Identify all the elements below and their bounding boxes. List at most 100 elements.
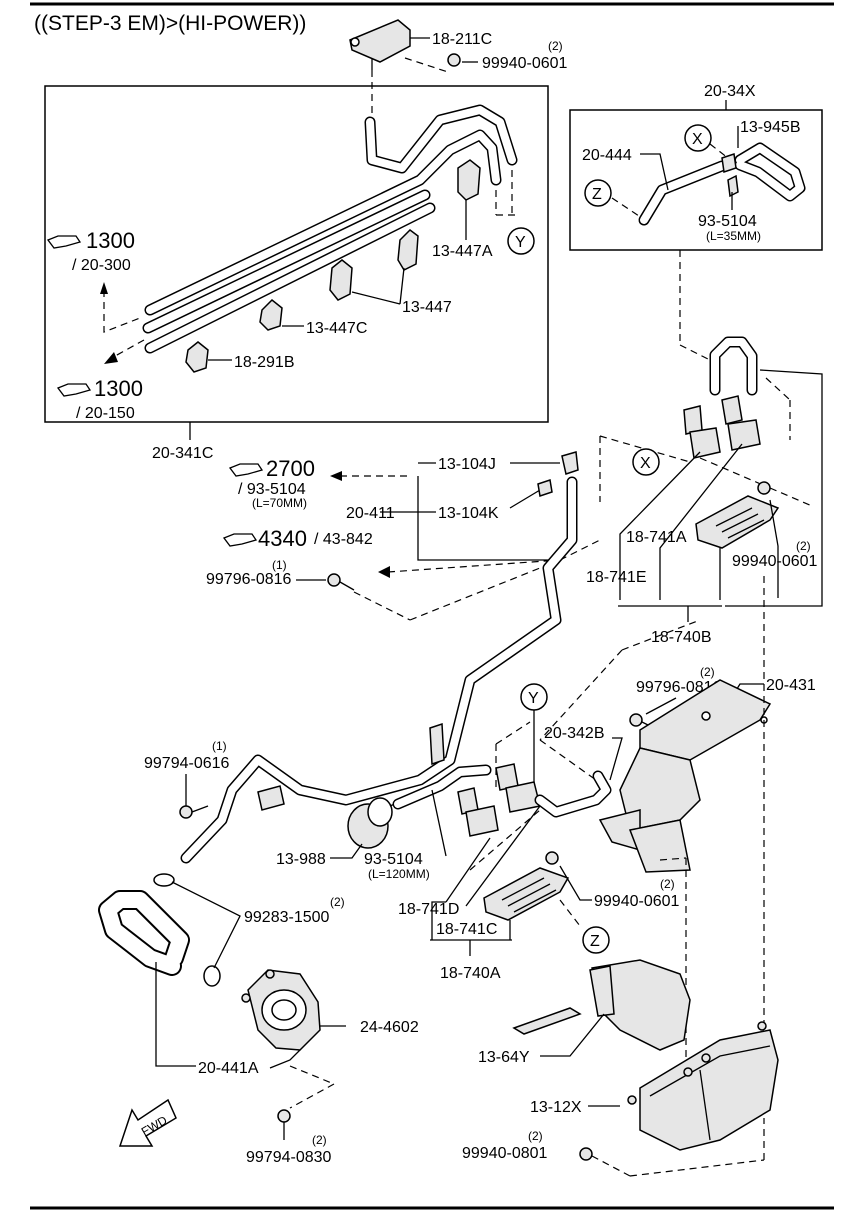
marker-z-box	[584, 179, 612, 207]
label-99940-0601-a: 99940-0601	[482, 55, 568, 72]
clip-13-447C[interactable]	[259, 298, 283, 331]
qty-2-c: (2)	[700, 665, 715, 679]
label-20-444: 20-444	[582, 147, 632, 164]
label-18-741C: 18-741C	[436, 921, 497, 938]
hose-20-441A[interactable]	[98, 890, 190, 976]
label-24-4602: 24-4602	[360, 1019, 419, 1036]
label-13-104J: 13-104J	[438, 456, 496, 473]
label-13-12X: 13-12X	[530, 1099, 582, 1116]
label-18-741A: 18-741A	[626, 529, 687, 546]
bolt-99794-0830[interactable]	[277, 1109, 291, 1140]
callout-4340: 4340	[258, 526, 307, 551]
hose-20-342B[interactable]	[534, 770, 612, 818]
marker-y-top-label: Y	[515, 234, 526, 251]
marker-z-box-label: Z	[592, 186, 602, 203]
hand-icon-1300-b	[56, 383, 92, 397]
callout-1300-b-sub: / 20-150	[76, 405, 135, 422]
marker-z-lower	[582, 926, 610, 954]
clip-13-447A[interactable]	[457, 159, 481, 228]
hose-20-444[interactable]	[638, 153, 739, 226]
bolt-99794-0616[interactable]	[179, 805, 209, 819]
label-13-945B: 13-945B	[740, 119, 801, 136]
nut-99940-0601-mid[interactable]	[757, 481, 771, 495]
solenoid-valve-18-741E[interactable]	[721, 395, 761, 451]
callout-2700-note: (L=70MM)	[252, 496, 307, 510]
bracket-plate-18-740A[interactable]	[483, 867, 570, 921]
label-93-5104-b: 93-5104	[364, 851, 423, 868]
label-93-5104-a: 93-5104	[698, 213, 757, 230]
label-99940-0601-b: 99940-0601	[732, 553, 818, 570]
qty-2-d: (2)	[330, 895, 345, 909]
qty-2-e: (2)	[660, 877, 675, 891]
label-20-411: 20-411	[346, 505, 395, 522]
marker-x-box-label: X	[692, 131, 703, 148]
callout-1300-b: 1300	[94, 376, 143, 401]
callout-1300-a-sub: / 20-300	[72, 257, 131, 274]
qty-2-b: (2)	[796, 539, 811, 553]
solenoid-valve-18-741A[interactable]	[683, 405, 721, 459]
label-13-988: 13-988	[276, 851, 326, 868]
label-18-741E: 18-741E	[586, 569, 647, 586]
marker-z-lower-label: Z	[590, 933, 600, 950]
label-20-34X: 20-34X	[704, 83, 756, 100]
label-18-740A: 18-740A	[440, 965, 501, 982]
label-18-291B: 18-291B	[234, 354, 295, 371]
cap-13-104K[interactable]	[537, 479, 553, 497]
nut-99940-0801[interactable]	[579, 1147, 593, 1161]
clip-13-447-upper[interactable]	[397, 229, 419, 271]
hose-13-945B[interactable]	[734, 142, 806, 202]
qty-2-a: (2)	[548, 39, 563, 53]
label-99283-1500: 99283-1500	[244, 909, 330, 926]
clip-18-291B[interactable]	[185, 341, 209, 373]
callout-1300-a: 1300	[86, 228, 135, 253]
bracket-20-431[interactable]	[598, 679, 772, 873]
hose-kit-box	[569, 109, 823, 251]
callout-2700: 2700	[266, 456, 315, 481]
solenoid-valve-18-741C[interactable]	[495, 763, 541, 813]
vacuum-pump-24-4602[interactable]	[241, 969, 321, 1051]
label-13-447C: 13-447C	[306, 320, 367, 337]
callout-4340-sub: / 43-842	[314, 531, 373, 548]
bolt-99796-0816-left[interactable]	[327, 573, 355, 591]
nut-99940-0601-lower[interactable]	[545, 851, 559, 865]
label-20-341C: 20-341C	[152, 445, 213, 462]
label-13-447: 13-447	[402, 299, 452, 316]
nut-99940-0601-top[interactable]	[447, 53, 461, 67]
marker-y-top	[507, 227, 535, 255]
bracket-13-64Y[interactable]	[512, 959, 691, 1051]
hose-u-bend[interactable]	[709, 336, 758, 396]
hose-93-5104-120[interactable]	[392, 764, 492, 810]
label-13-447A: 13-447A	[432, 243, 493, 260]
qty-2-g: (2)	[528, 1129, 543, 1143]
hand-icon-4340	[222, 533, 258, 547]
label-18-211C: 18-211C	[432, 31, 492, 48]
bracket-plate-18-740B[interactable]	[695, 495, 780, 549]
marker-x-box	[684, 124, 712, 152]
clamp-99283-1500-b[interactable]	[203, 965, 221, 987]
pipe-assembly-box	[44, 85, 549, 423]
bracket-18-211C[interactable]	[349, 19, 411, 70]
solenoid-valve-18-741D[interactable]	[457, 787, 499, 837]
label-20-342B: 20-342B	[544, 725, 605, 742]
hand-icon-2700	[228, 463, 264, 477]
cap-13-104J[interactable]	[561, 451, 579, 475]
qty-2-f: (2)	[312, 1133, 327, 1147]
qty-1-a: (1)	[272, 558, 287, 572]
label-13-64Y: 13-64Y	[478, 1049, 530, 1066]
label-99940-0801: 99940-0801	[462, 1145, 548, 1162]
clamp-99283-1500-a[interactable]	[153, 873, 175, 887]
label-99796-0816-a: 99796-0816	[206, 571, 292, 588]
chamber-13-12X[interactable]	[627, 1021, 779, 1151]
label-99940-0601-c: 99940-0601	[594, 893, 680, 910]
label-20-431: 20-431	[766, 677, 816, 694]
label-length-35mm: (L=35MM)	[706, 229, 761, 243]
vacuum-pipe-bundle[interactable]	[142, 104, 518, 354]
label-20-441A: 20-441A	[198, 1060, 259, 1077]
clip-bracket-left[interactable]	[257, 785, 285, 811]
hand-icon-1300-a	[46, 235, 82, 249]
marker-x-mid	[632, 448, 660, 476]
pipe-clip-mid[interactable]	[429, 722, 445, 766]
vacuum-pipe-main[interactable]	[180, 476, 578, 864]
clip-13-447-lower[interactable]	[329, 259, 353, 301]
